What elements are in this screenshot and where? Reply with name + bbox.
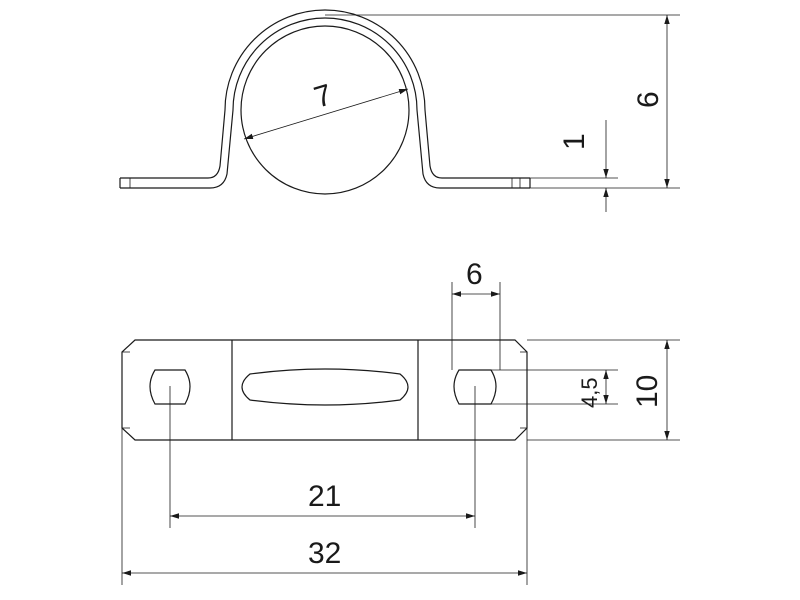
center-slot [241, 368, 409, 406]
plate-outline [121, 339, 528, 441]
clip-inner-profile [120, 9, 530, 179]
cable-circle [240, 25, 410, 195]
dim-text-diameter: 7 [310, 78, 336, 114]
dim-line-diameter [243, 88, 409, 140]
dim-text-plate-height: 10 [631, 375, 664, 408]
dim-text-hole-width: 6 [466, 258, 483, 291]
left-hole [149, 369, 191, 405]
clip-outer-profile [120, 17, 530, 189]
dim-text-thickness: 1 [558, 133, 591, 150]
plan-view: 6 4,5 10 21 32 [121, 258, 680, 585]
dim-text-height: 6 [632, 91, 665, 108]
side-view: 7 6 1 [119, 9, 680, 212]
dim-text-overall-length: 32 [308, 537, 341, 570]
dim-text-slot-height: 4,5 [577, 377, 602, 408]
dim-text-hole-spacing: 21 [308, 480, 341, 513]
